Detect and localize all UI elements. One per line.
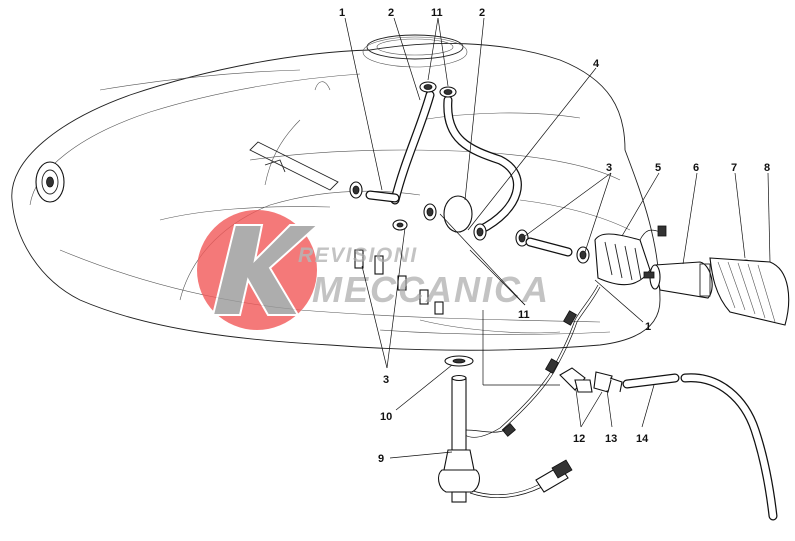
callout-1-mid: 1 xyxy=(645,321,651,333)
callout-5: 5 xyxy=(655,162,661,174)
hose-clamps xyxy=(349,81,590,264)
callout-1-top: 1 xyxy=(339,7,345,19)
callout-12: 12 xyxy=(573,433,585,445)
wiring-harness xyxy=(464,284,601,499)
callout-2-left: 2 xyxy=(388,7,394,19)
callout-labels: 1 2 11 2 4 3 5 6 7 8 11 1 3 10 12 13 14 … xyxy=(339,7,770,465)
watermark-logo: REVISIONI MECCANICA xyxy=(197,210,550,330)
callout-3-bottom: 3 xyxy=(383,374,389,386)
callout-10: 10 xyxy=(380,411,392,423)
internal-hoses xyxy=(365,90,522,235)
watermark-line-2: MECCANICA xyxy=(312,269,550,310)
fuel-tank xyxy=(11,34,661,351)
watermark-line-1: REVISIONI xyxy=(298,244,418,267)
callout-4: 4 xyxy=(593,58,600,70)
callout-6: 6 xyxy=(693,162,699,174)
leader-lines xyxy=(344,17,771,459)
breather-hose-assembly xyxy=(482,310,778,521)
callout-3-right: 3 xyxy=(606,162,612,174)
callout-11-top: 11 xyxy=(431,7,443,19)
callout-14: 14 xyxy=(636,433,649,445)
callout-13: 13 xyxy=(605,433,617,445)
tank-fittings xyxy=(354,195,473,315)
watermark-k-letter xyxy=(211,224,321,316)
callout-7: 7 xyxy=(731,162,737,174)
callout-9: 9 xyxy=(378,453,384,465)
callout-11-mid: 11 xyxy=(518,309,530,321)
fuel-pump-assembly xyxy=(525,225,790,326)
fuel-level-sender xyxy=(437,355,506,503)
callout-8: 8 xyxy=(764,162,770,174)
callout-2-right: 2 xyxy=(479,7,485,19)
